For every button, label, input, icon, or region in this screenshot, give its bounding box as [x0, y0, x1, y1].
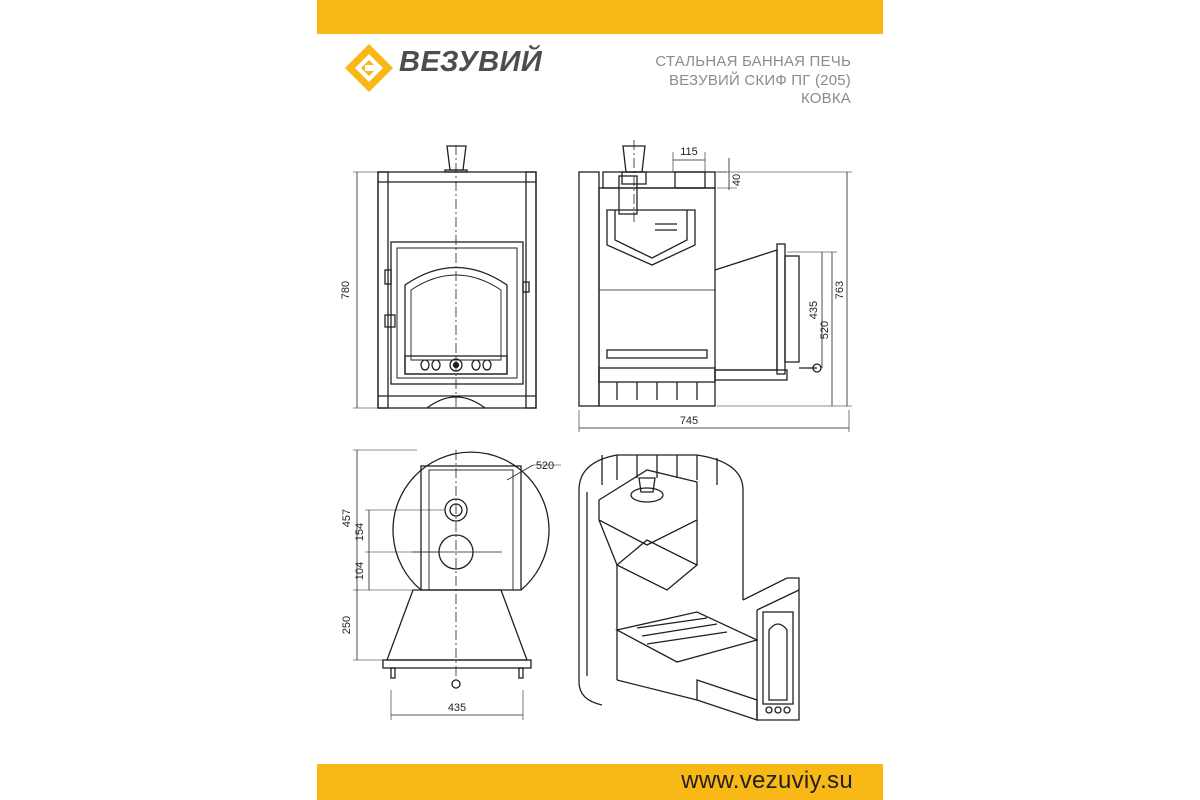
dim-plan-depth: 457 [341, 509, 353, 527]
dim-total-depth: 745 [680, 415, 698, 427]
product-title: СТАЛЬНАЯ БАННАЯ ПЕЧЬ ВЕЗУВИЙ СКИФ ПГ (20… [655, 53, 851, 109]
vezuviy-diamond-logo-icon [345, 44, 393, 92]
dim-second-hole-offset: 104 [354, 562, 366, 580]
brand-logo: ВЕЗУВИЙ [345, 38, 565, 98]
dim-tunnel-length: 250 [341, 616, 353, 634]
side-view [578, 140, 852, 432]
technical-drawing: 780 115 40 435 520 763 745 520 457 154 1… [340, 140, 852, 721]
dim-tunnel-height: 520 [819, 321, 831, 339]
front-view [353, 145, 537, 409]
dim-total-height: 763 [834, 281, 846, 299]
plan-view [353, 449, 561, 720]
website-link[interactable]: www.vezuviy.su [681, 767, 853, 794]
brand-name: ВЕЗУВИЙ [399, 46, 543, 78]
bottom-accent-band: www.vezuviy.su [317, 764, 883, 800]
product-title-line-1: СТАЛЬНАЯ БАННАЯ ПЕЧЬ [655, 53, 851, 70]
isometric-cutaway-view [578, 454, 800, 721]
dim-chimney-offset: 115 [680, 146, 698, 158]
catalog-page: ВЕЗУВИЙ СТАЛЬНАЯ БАННАЯ ПЕЧЬ ВЕЗУВИЙ СКИ… [317, 0, 883, 800]
dim-chimney-from-front: 154 [354, 523, 366, 541]
dim-body-diameter: 520 [536, 460, 554, 472]
dim-top-gap: 40 [731, 174, 743, 186]
dim-door-height: 435 [808, 301, 820, 319]
dim-tunnel-width: 435 [448, 702, 466, 714]
dim-front-height: 780 [340, 281, 352, 299]
dimension-labels: 780 115 40 435 520 763 745 520 457 154 1… [340, 146, 846, 714]
product-title-line-3: КОВКА [801, 90, 851, 107]
product-title-line-2: ВЕЗУВИЙ СКИФ ПГ (205) [668, 71, 851, 89]
top-accent-band [317, 0, 883, 34]
